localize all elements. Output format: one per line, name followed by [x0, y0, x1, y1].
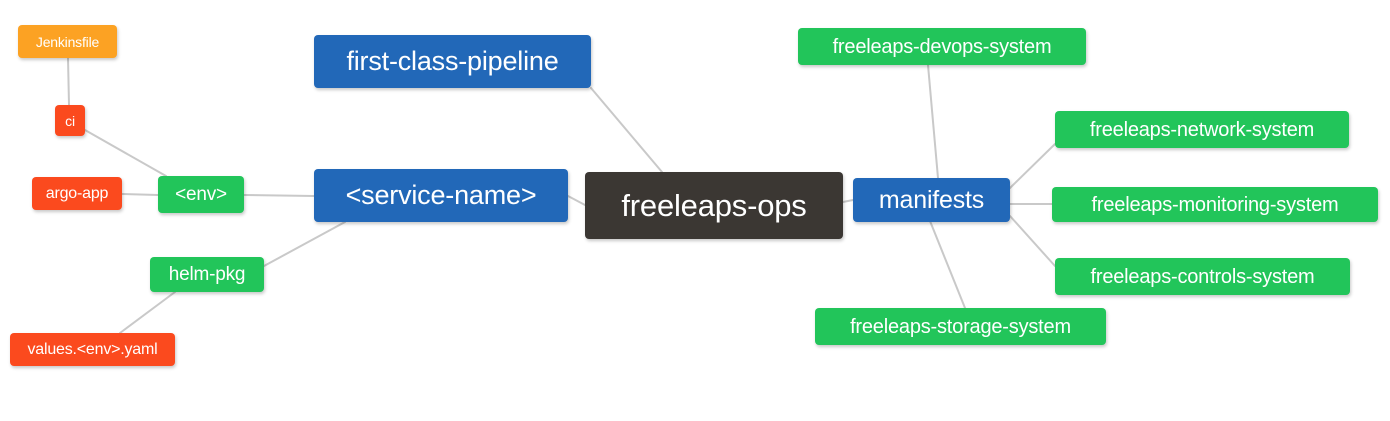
node-manifests[interactable]: manifests [853, 178, 1010, 222]
node-service-name[interactable]: <service-name> [314, 169, 568, 222]
node-ci[interactable]: ci [55, 105, 85, 136]
edge-freeleaps-ops-to-first-class-pipeline [590, 87, 663, 173]
node-argo-app[interactable]: argo-app [32, 177, 122, 210]
node-jenkinsfile[interactable]: Jenkinsfile [18, 25, 117, 58]
node-freeleaps-network-system[interactable]: freeleaps-network-system [1055, 111, 1349, 148]
edge-manifests-to-freeleaps-network-system [1009, 143, 1056, 189]
node-freeleaps-ops[interactable]: freeleaps-ops [585, 172, 843, 239]
edge-freeleaps-ops-to-service-name [567, 195, 586, 206]
node-freeleaps-devops-system[interactable]: freeleaps-devops-system [798, 28, 1086, 65]
edge-env-to-argo-app [121, 193, 159, 196]
edge-ci-to-jenkinsfile [67, 57, 70, 106]
edge-helm-pkg-to-values-env-yaml [119, 291, 176, 334]
edge-freeleaps-ops-to-manifests [842, 199, 854, 203]
edge-manifests-to-freeleaps-devops-system [927, 64, 939, 179]
edge-manifests-to-freeleaps-controls-system [1009, 215, 1056, 267]
node-env[interactable]: <env> [158, 176, 244, 213]
edge-env-to-ci [84, 129, 167, 177]
edge-service-name-to-env [243, 194, 315, 197]
node-values-env-yaml[interactable]: values.<env>.yaml [10, 333, 175, 366]
edge-service-name-to-helm-pkg [263, 221, 346, 267]
edge-manifests-to-freeleaps-storage-system [929, 220, 966, 309]
node-freeleaps-controls-system[interactable]: freeleaps-controls-system [1055, 258, 1350, 295]
node-first-class-pipeline[interactable]: first-class-pipeline [314, 35, 591, 88]
node-freeleaps-storage-system[interactable]: freeleaps-storage-system [815, 308, 1106, 345]
node-helm-pkg[interactable]: helm-pkg [150, 257, 264, 292]
node-freeleaps-monitoring-system[interactable]: freeleaps-monitoring-system [1052, 187, 1378, 222]
